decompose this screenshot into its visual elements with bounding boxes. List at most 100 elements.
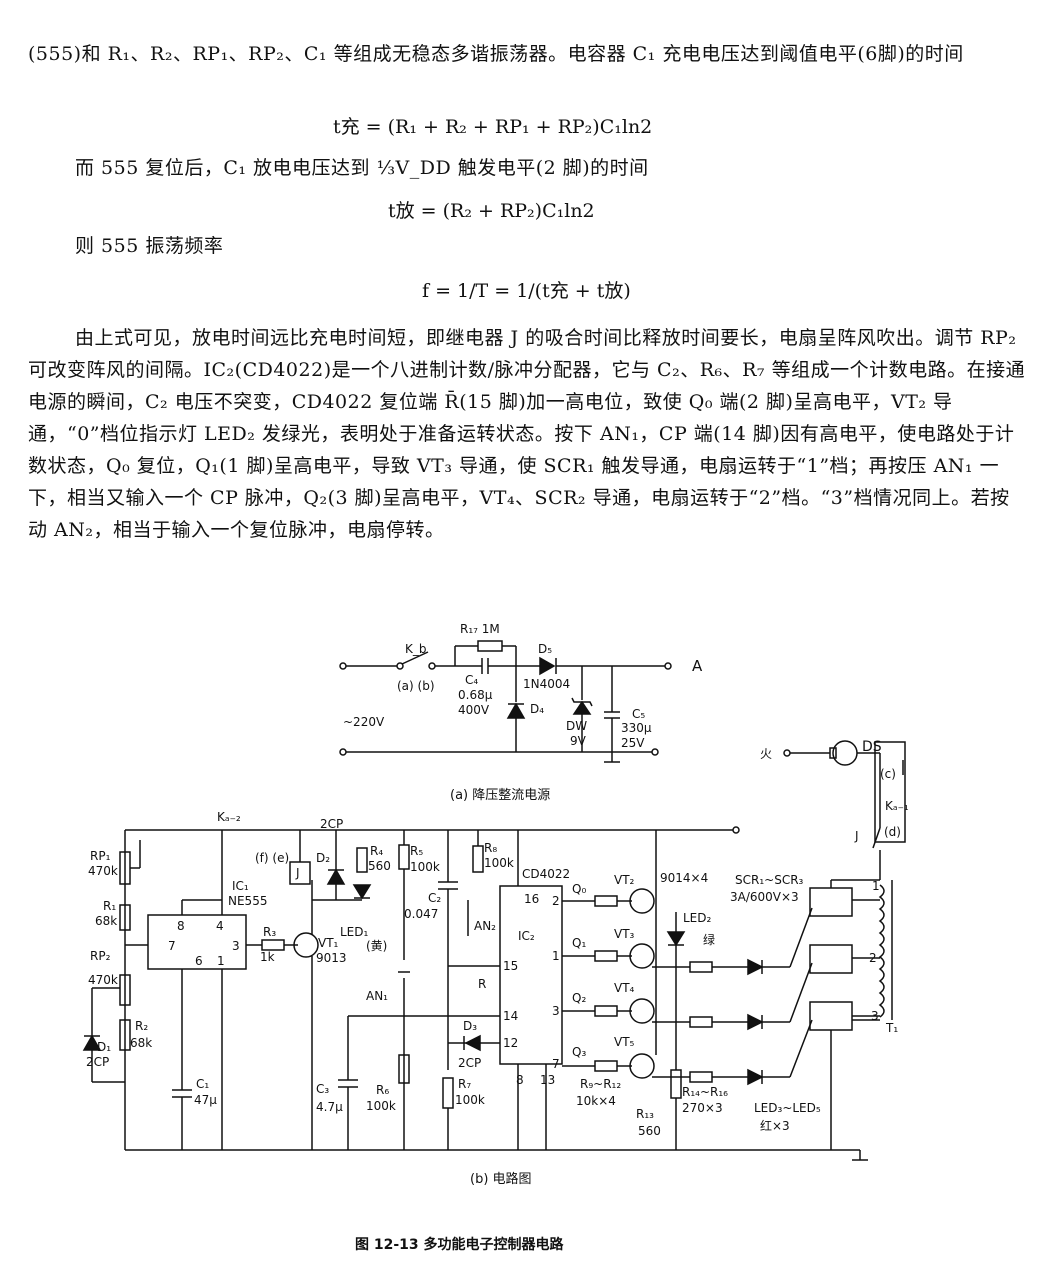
label-1n4004: 1N4004: [523, 677, 570, 691]
label-vt1-value: 9013: [316, 951, 347, 965]
label-r1: R₁: [103, 899, 116, 913]
label-an2: AN₂: [474, 919, 496, 933]
label-c5-voltage: 25V: [621, 736, 645, 750]
label-q3: Q₃: [572, 1045, 586, 1059]
label-led3-led5: LED₃~LED₅: [754, 1101, 821, 1115]
label-tap-2: 2: [869, 951, 877, 965]
frequency-paragraph: 则 555 振荡频率: [75, 235, 224, 257]
equation-discharge-time: t放 = (R₂ + RP₂)C₁ln2: [388, 200, 595, 222]
label-switch-ab: (a) (b): [397, 679, 435, 693]
label-q2: Q₂: [572, 991, 586, 1005]
label-ic1: IC₁: [232, 879, 249, 893]
label-led2: LED₂: [683, 911, 712, 925]
label-ds: DS: [862, 739, 882, 755]
label-tap-3: 3: [871, 1009, 879, 1023]
label-ic2: IC₂: [518, 929, 535, 943]
label-ac-input: ~220V: [343, 715, 385, 729]
label-ic2-pin1: 1: [552, 949, 560, 963]
label-r17: R₁₇ 1M: [460, 622, 500, 636]
label-live: 火: [760, 747, 772, 761]
label-r4: R₄: [370, 844, 383, 858]
label-scr-value: 3A/600V×3: [730, 890, 799, 904]
caption-power-supply: (a) 降压整流电源: [450, 788, 551, 803]
label-c1-value: 47μ: [194, 1093, 217, 1107]
label-vt1: VT₁: [318, 936, 339, 950]
label-ic2-pin13: 13: [540, 1073, 555, 1087]
label-r5-value: 100k: [410, 860, 440, 874]
label-ka2: Kₐ₋₂: [217, 810, 241, 824]
label-r7: R₇: [458, 1077, 471, 1091]
label-dw: DW: [566, 719, 587, 733]
label-relay-j: J: [854, 829, 859, 843]
label-led2-color: 绿: [703, 932, 715, 947]
label-r2: R₂: [135, 1019, 148, 1033]
equation-charge-time: t充 = (R₁ + R₂ + RP₁ + RP₂)C₁ln2: [333, 116, 653, 138]
label-c5-value: 330μ: [621, 721, 652, 735]
caption-circuit: (b) 电路图: [470, 1172, 532, 1187]
label-r6-value: 100k: [366, 1099, 396, 1113]
label-cd4022: CD4022: [522, 867, 570, 881]
label-c1: C₁: [196, 1077, 209, 1091]
circuit-diagram: R₁₇ 1M D₅ A K_b (a) (b) C₄ 0.68μ 400V 1N…: [82, 622, 909, 1161]
label-ic2-pin12: 12: [503, 1036, 518, 1050]
label-r14-r16-value: 270×3: [682, 1101, 723, 1115]
label-c2-value: 0.047: [404, 907, 438, 921]
label-switch-fe: (f) (e): [255, 851, 289, 865]
fan-motor-circuit: [783, 740, 906, 880]
label-ne555: NE555: [228, 894, 267, 908]
label-r3: R₃: [263, 925, 276, 939]
power-supply-circuit: [339, 640, 672, 763]
circuit-main: [82, 826, 880, 1161]
label-d1: D₁: [97, 1040, 111, 1054]
label-r8-value: 100k: [484, 856, 514, 870]
label-ic2-pin14: 14: [503, 1009, 518, 1023]
label-r13: R₁₃: [636, 1107, 654, 1121]
explanation-paragraph: 由上式可见，放电时间远比充电时间短，即继电器 J 的吸合时间比释放时间要长，电扇…: [28, 327, 1026, 541]
label-relay-box: J: [295, 866, 300, 880]
label-d5: D₅: [538, 642, 552, 656]
label-dw-value: 9V: [570, 734, 587, 748]
label-rp2: RP₂: [90, 949, 111, 963]
label-r1-value: 68k: [95, 914, 117, 928]
label-rp2-value: 470k: [88, 973, 118, 987]
label-r13-value: 560: [638, 1124, 661, 1138]
label-vt5: VT₅: [614, 1035, 635, 1049]
label-r4-value: 560: [368, 859, 391, 873]
label-ic2-pin15: 15: [503, 959, 518, 973]
label-ic1-pin1: 1: [217, 954, 225, 968]
label-led3-led5-color: 红×3: [760, 1118, 790, 1133]
figure-caption: 图 12-13 多功能电子控制器电路: [355, 1237, 564, 1253]
label-r9-r12-value: 10k×4: [576, 1094, 616, 1108]
label-led1: LED₁: [340, 925, 369, 939]
label-c4-value: 0.68μ: [458, 688, 493, 702]
label-r3-value: 1k: [260, 950, 275, 964]
label-r2-value: 68k: [130, 1036, 152, 1050]
transformer-t1: [852, 879, 893, 1021]
discharge-paragraph: 而 555 复位后，C₁ 放电电压达到 ⅓V_DD 触发电平(2 脚)的时间: [75, 157, 649, 179]
label-r5: R₅: [410, 844, 423, 858]
intro-paragraph: (555)和 R₁、R₂、RP₁、RP₂、C₁ 等组成无稳态多谐振荡器。电容器 …: [28, 43, 964, 65]
label-tap-1: 1: [872, 879, 880, 893]
label-ic1-pin7: 7: [168, 939, 176, 953]
label-c4-voltage: 400V: [458, 703, 490, 717]
label-r9-r12: R₉~R₁₂: [580, 1077, 621, 1091]
label-scr: SCR₁~SCR₃: [735, 873, 804, 887]
label-ic2-pin7: 7: [552, 1057, 560, 1071]
label-vt2: VT₂: [614, 873, 635, 887]
label-r7-value: 100k: [455, 1093, 485, 1107]
label-q1: Q₁: [572, 936, 586, 950]
label-d2: D₂: [316, 851, 330, 865]
label-ic1-pin8: 8: [177, 919, 185, 933]
label-rp1-value: 470k: [88, 864, 118, 878]
label-ic1-pin3: 3: [232, 939, 240, 953]
label-r14-r16: R₁₄~R₁₆: [682, 1085, 728, 1099]
label-d3-value: 2CP: [458, 1056, 481, 1070]
label-r6: R₆: [376, 1083, 389, 1097]
label-d1-value: 2CP: [86, 1055, 109, 1069]
label-led1-color: (黄): [366, 939, 387, 953]
label-switch-c: (c): [880, 767, 896, 781]
label-c4: C₄: [465, 673, 478, 687]
label-d4: D₄: [530, 702, 544, 716]
label-c2: C₂: [428, 891, 441, 905]
label-c3: C₃: [316, 1082, 329, 1096]
